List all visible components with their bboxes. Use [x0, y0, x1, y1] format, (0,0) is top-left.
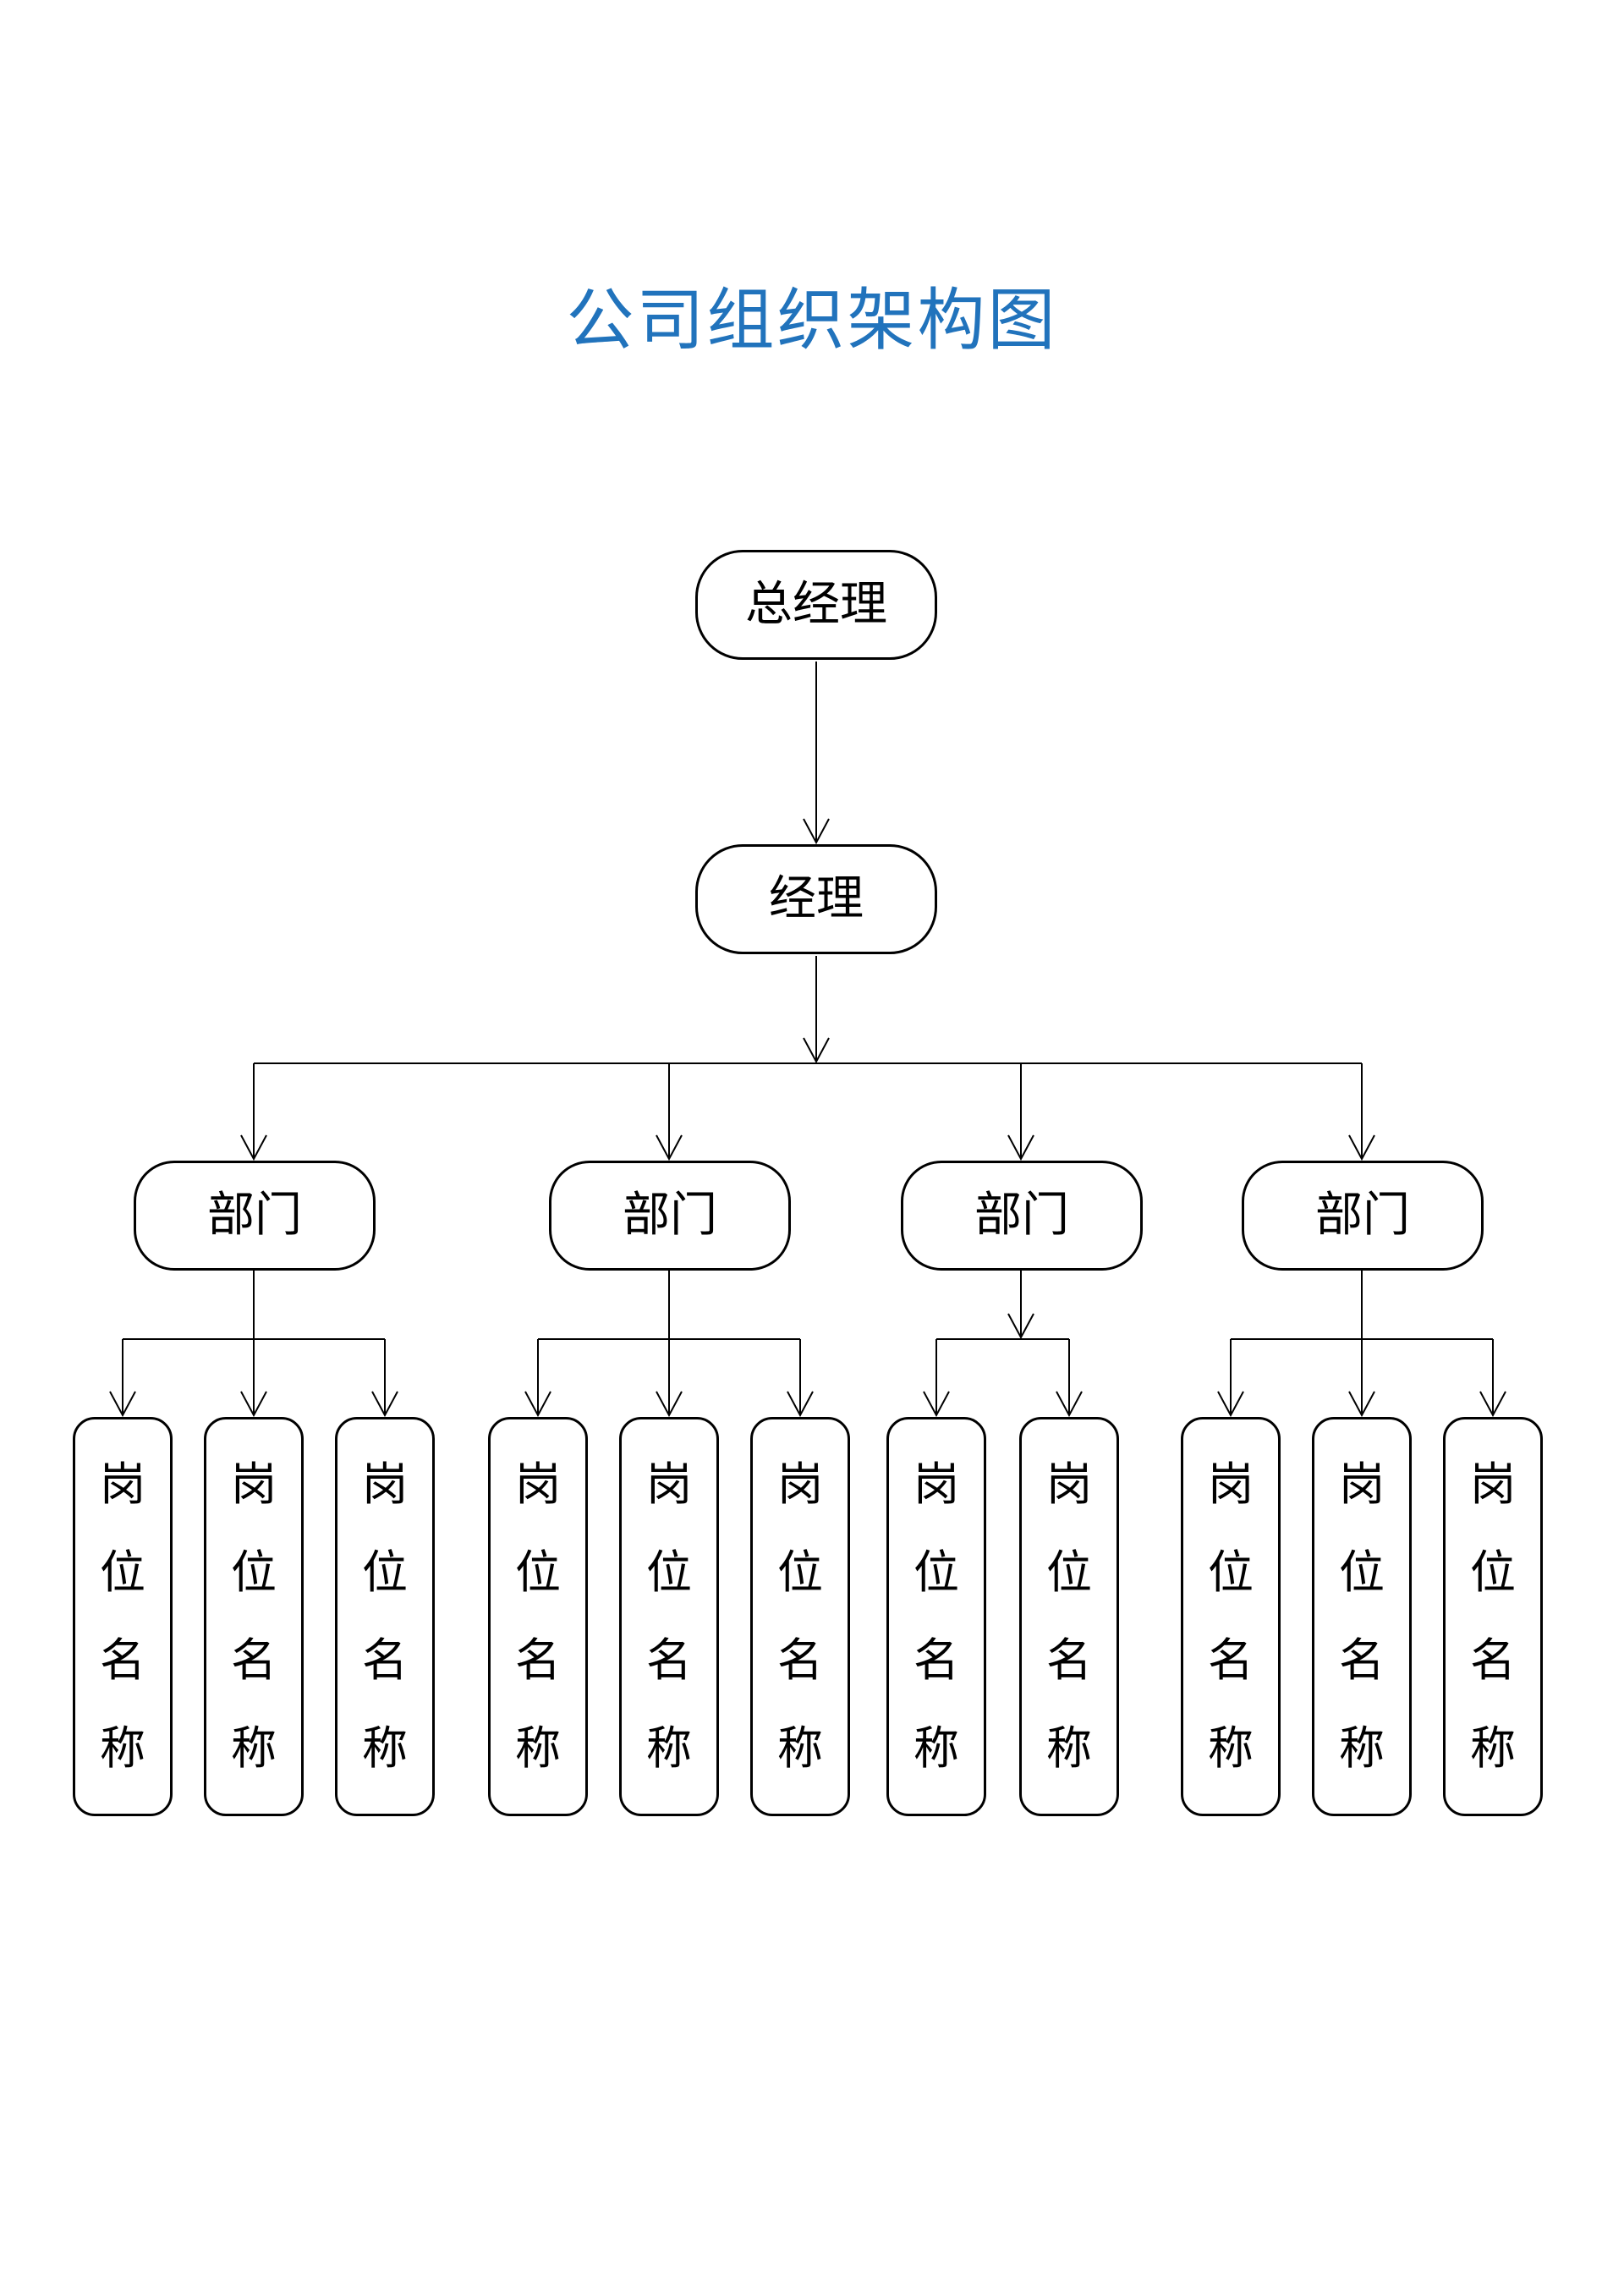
node-position-2-1: 岗位名称: [488, 1417, 588, 1816]
node-position-2-2: 岗位名称: [619, 1417, 719, 1816]
position-label: 岗位名称: [646, 1459, 692, 1774]
node-department-4: 部门: [1242, 1161, 1484, 1271]
node-position-4-3: 岗位名称: [1443, 1417, 1543, 1816]
position-label: 岗位名称: [100, 1459, 145, 1774]
arrowhead-down-icon: [1479, 1391, 1506, 1418]
arrowhead-down-icon: [240, 1134, 267, 1161]
position-label: 岗位名称: [1046, 1459, 1092, 1774]
arrowhead-down-icon: [109, 1391, 136, 1418]
node-position-2-3: 岗位名称: [750, 1417, 850, 1816]
position-label: 岗位名称: [1470, 1459, 1516, 1774]
node-position-4-2: 岗位名称: [1312, 1417, 1412, 1816]
arrowhead-down-icon: [1348, 1134, 1375, 1161]
position-label: 岗位名称: [515, 1459, 561, 1774]
node-department-3-label: 部门: [974, 1189, 1069, 1242]
arrowhead-down-icon: [656, 1134, 683, 1161]
arrowhead-down-icon: [1007, 1313, 1034, 1340]
arrowhead-down-icon: [524, 1391, 551, 1418]
node-general-manager-label: 总经理: [745, 579, 887, 631]
page-title: 公司组织架构图: [566, 284, 1058, 359]
node-general-manager: 总经理: [695, 550, 937, 660]
position-label: 岗位名称: [231, 1459, 277, 1774]
position-label: 岗位名称: [1339, 1459, 1385, 1774]
position-label: 岗位名称: [914, 1459, 959, 1774]
arrowhead-down-icon: [803, 818, 830, 845]
node-department-2-label: 部门: [623, 1189, 717, 1242]
arrowhead-down-icon: [803, 1037, 830, 1064]
arrowhead-down-icon: [1348, 1391, 1375, 1418]
arrowhead-down-icon: [371, 1391, 398, 1418]
node-manager-label: 经理: [769, 873, 864, 925]
arrowhead-down-icon: [656, 1391, 683, 1418]
node-department-3: 部门: [901, 1161, 1143, 1271]
node-position-1-1: 岗位名称: [73, 1417, 173, 1816]
arrowhead-down-icon: [1217, 1391, 1244, 1418]
arrowhead-down-icon: [787, 1391, 814, 1418]
node-department-1: 部门: [134, 1161, 376, 1271]
node-position-3-1: 岗位名称: [886, 1417, 986, 1816]
arrowhead-down-icon: [240, 1391, 267, 1418]
node-department-1-label: 部门: [207, 1189, 302, 1242]
position-label: 岗位名称: [362, 1459, 408, 1774]
position-label: 岗位名称: [1208, 1459, 1254, 1774]
arrowhead-down-icon: [1007, 1134, 1034, 1161]
node-department-4-label: 部门: [1315, 1189, 1410, 1242]
node-position-4-1: 岗位名称: [1181, 1417, 1281, 1816]
position-label: 岗位名称: [777, 1459, 823, 1774]
node-department-2: 部门: [549, 1161, 791, 1271]
node-manager: 经理: [695, 844, 937, 954]
arrowhead-down-icon: [923, 1391, 950, 1418]
node-position-1-2: 岗位名称: [204, 1417, 304, 1816]
arrowhead-down-icon: [1056, 1391, 1083, 1418]
node-position-3-2: 岗位名称: [1019, 1417, 1119, 1816]
node-position-1-3: 岗位名称: [335, 1417, 435, 1816]
